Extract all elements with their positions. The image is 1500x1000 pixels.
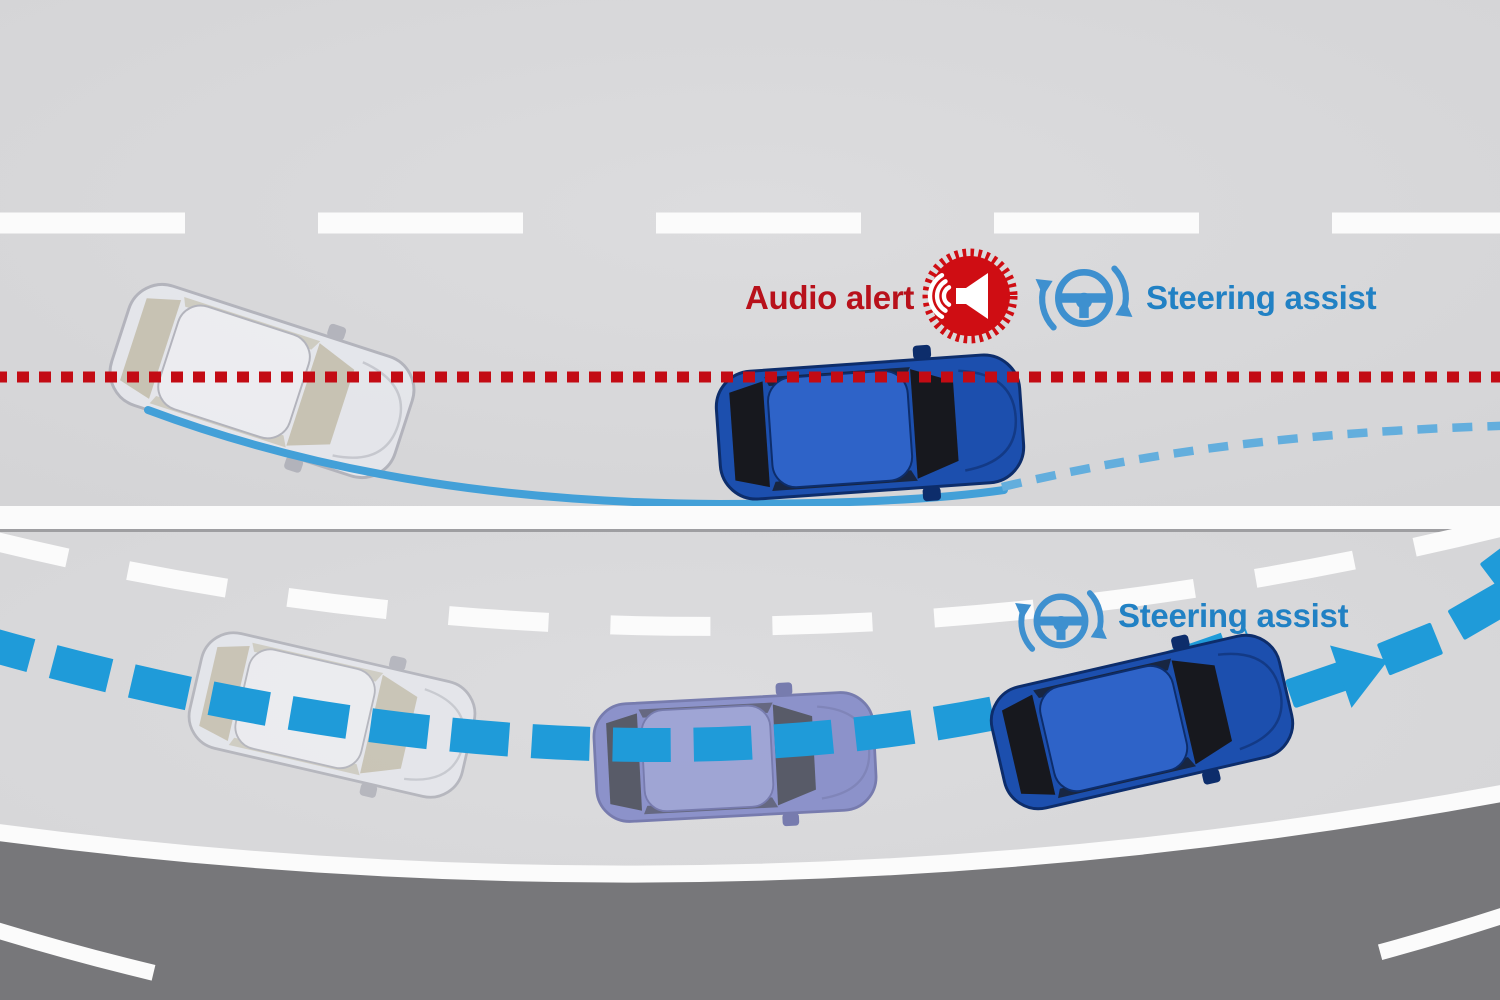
direction-arrow-icon	[1285, 645, 1389, 708]
assisted-path-thick-dashed	[0, 624, 1257, 762]
inner-dashed-lane-marking	[0, 517, 1500, 636]
curve-assist-panel	[0, 517, 1500, 1000]
lane-departure-panel	[0, 0, 1500, 516]
assisted-path-exit-dashes	[1377, 529, 1500, 676]
road-edge-solid-line	[0, 785, 1500, 883]
audio-alert-label: Audio alert	[745, 279, 915, 316]
steering-assist-label-top: Steering assist	[1146, 279, 1377, 316]
speaker-icon	[927, 273, 988, 319]
audio-alert-icon	[922, 248, 1018, 344]
panel-divider	[0, 506, 1500, 533]
correction-trajectory-curve	[144, 406, 1008, 509]
steering-assist-label-bottom: Steering assist	[1118, 597, 1349, 634]
offroad-dark-area	[0, 793, 1500, 1000]
